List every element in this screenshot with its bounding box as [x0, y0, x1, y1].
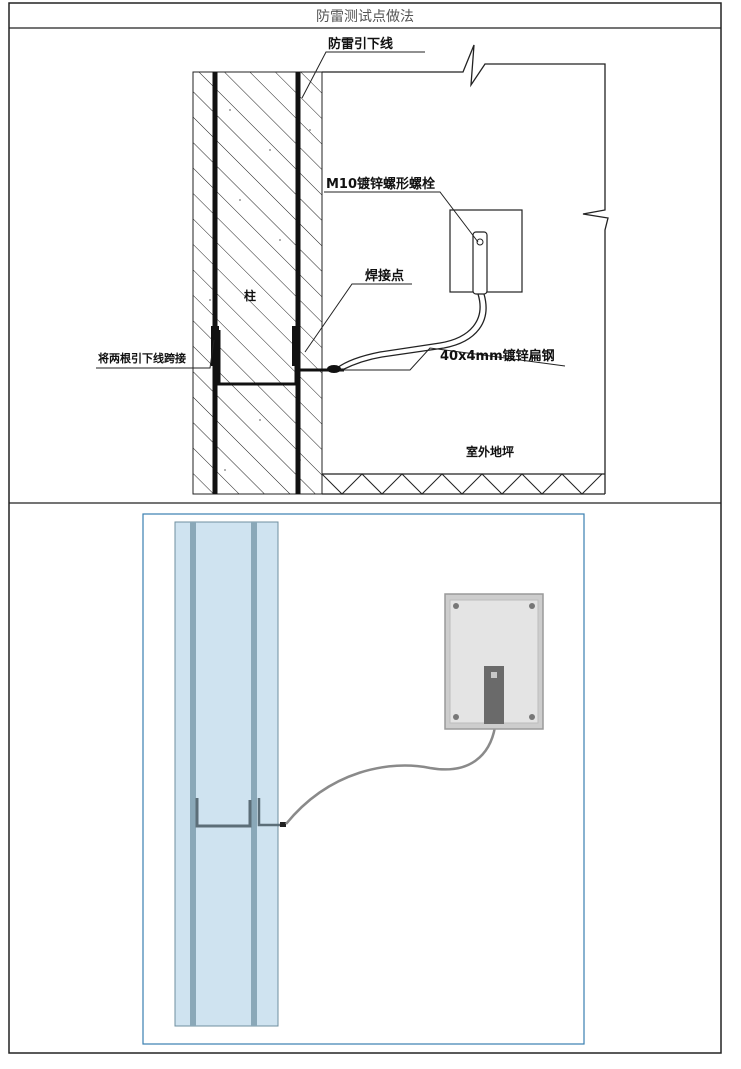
cad-drawing: 防雷引下线 M10镀锌螺形螺栓 焊接点 柱 40x4mm镀锌扁钢 将两根引下线跨…: [96, 36, 609, 495]
wall-outline: [322, 44, 609, 494]
leader-bolt: [324, 191, 479, 243]
leader-rebar-joint: [96, 339, 215, 369]
render-terminal: [484, 666, 504, 724]
label-bolt: M10镀锌螺形螺栓: [326, 176, 435, 192]
label-column: 柱: [244, 288, 256, 303]
label-outdoor-ground: 室外地坪: [466, 444, 514, 459]
render-cable: [285, 726, 497, 825]
label-down-conductor: 防雷引下线: [328, 36, 393, 52]
outer-border: [8, 2, 722, 1054]
render-jumper: [195, 798, 252, 828]
leader-weld: [304, 283, 412, 353]
leader-steel-bar: [340, 347, 566, 371]
label-weld-point: 焊接点: [365, 268, 404, 284]
label-steel-bar: 40x4mm镀锌扁钢: [440, 348, 555, 364]
flat-steel-bar: [336, 293, 481, 369]
column-hatch: [193, 72, 322, 494]
ground-hatch: [321, 473, 603, 495]
page-title: 防雷测试点做法: [316, 9, 414, 25]
label-rebar-joint: 将两根引下线跨接: [98, 351, 186, 365]
render-view: [142, 513, 585, 1045]
leader-down-conductor: [301, 51, 425, 99]
